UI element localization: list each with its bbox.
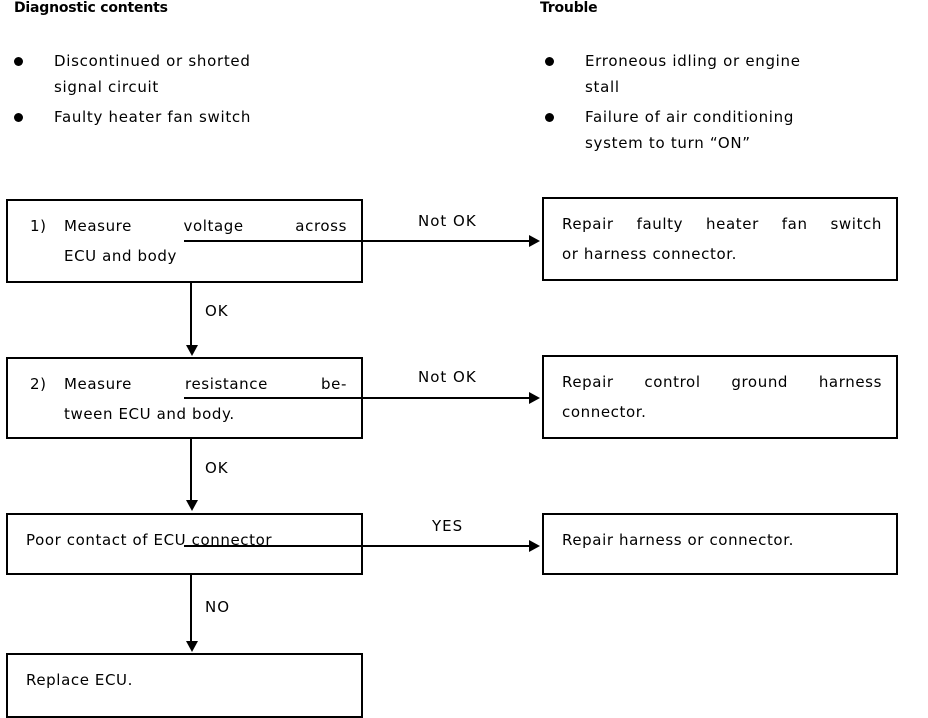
connector-step1-to-result1 [184,240,532,242]
arrowhead-down-icon [186,345,198,356]
bullet-icon [545,57,554,66]
list-item: Faulty heater fan switch [14,104,434,130]
flow-box-step-4: Replace ECU. [6,653,363,718]
list-item-line-1: Faulty heater fan switch [54,108,252,126]
arrowhead-down-icon [186,500,198,511]
flow-box-result-1: Repair faulty heater fan switch or harne… [542,197,898,281]
list-item-line-2: stall [585,78,620,96]
arrowhead-right-icon [529,235,540,247]
step-2-text-1: Measure resistance be- [64,375,347,393]
list-item-line-1: Erroneous idling or engine [585,52,801,70]
flow-box-step-3: Poor contact of ECU connector [6,513,363,575]
connector-step2-to-result2 [184,397,532,399]
arrowhead-down-icon [186,641,198,652]
edge-label-no: NO [205,598,231,616]
connector-step2-to-step3 [190,439,192,503]
list-item: Erroneous idling or engine stall [545,48,925,100]
edge-label-yes: YES [432,517,464,535]
step-2-number: 2) [30,375,47,393]
list-item-line-2: signal circuit [54,78,159,96]
bullet-icon [14,57,23,66]
edge-label-ok-1: OK [205,302,229,320]
diagnostic-contents-header: Diagnostic contents [14,0,168,16]
result-1-line-2: or harness connector. [562,245,737,263]
arrowhead-right-icon [529,540,540,552]
result-2-line-1: Repair control ground harness [562,373,882,391]
result-3-line-1: Repair harness or connector. [562,531,794,549]
step-1-line-2: ECU and body [64,247,177,265]
arrowhead-right-icon [529,392,540,404]
list-item-line-1: Discontinued or shorted [54,52,251,70]
list-item: Discontinued or shorted signal circuit [14,48,434,100]
list-item: Failure of air conditioning system to tu… [545,104,925,156]
edge-label-ok-2: OK [205,459,229,477]
result-1-line-1: Repair faulty heater fan switch [562,215,882,233]
result-2-line-2: connector. [562,403,647,421]
step-2-line-1: 2) Measure resistance be- [30,369,347,399]
trouble-list: Erroneous idling or engine stall Failure… [545,48,925,160]
step-4-line-1: Replace ECU. [26,671,133,689]
step-1-text-1: Measure voltage across [64,217,347,235]
connector-step1-to-step2 [190,283,192,347]
connector-step3-to-result3 [184,545,532,547]
list-item-line-2: system to turn “ON” [585,134,751,152]
bullet-icon [14,113,23,122]
step-1-number: 1) [30,217,47,235]
list-item-line-1: Failure of air conditioning [585,108,795,126]
diagnostic-contents-list: Discontinued or shorted signal circuit F… [14,48,434,134]
step-1-line-1: 1) Measure voltage across [30,211,347,241]
flow-box-result-3: Repair harness or connector. [542,513,898,575]
step-2-line-2: tween ECU and body. [64,405,235,423]
step-3-line-1: Poor contact of ECU connector [26,531,273,549]
connector-step3-to-step4 [190,575,192,643]
edge-label-not-ok-2: Not OK [418,368,477,386]
trouble-header: Trouble [540,0,598,16]
bullet-icon [545,113,554,122]
edge-label-not-ok-1: Not OK [418,212,477,230]
flow-box-result-2: Repair control ground harness connector. [542,355,898,439]
